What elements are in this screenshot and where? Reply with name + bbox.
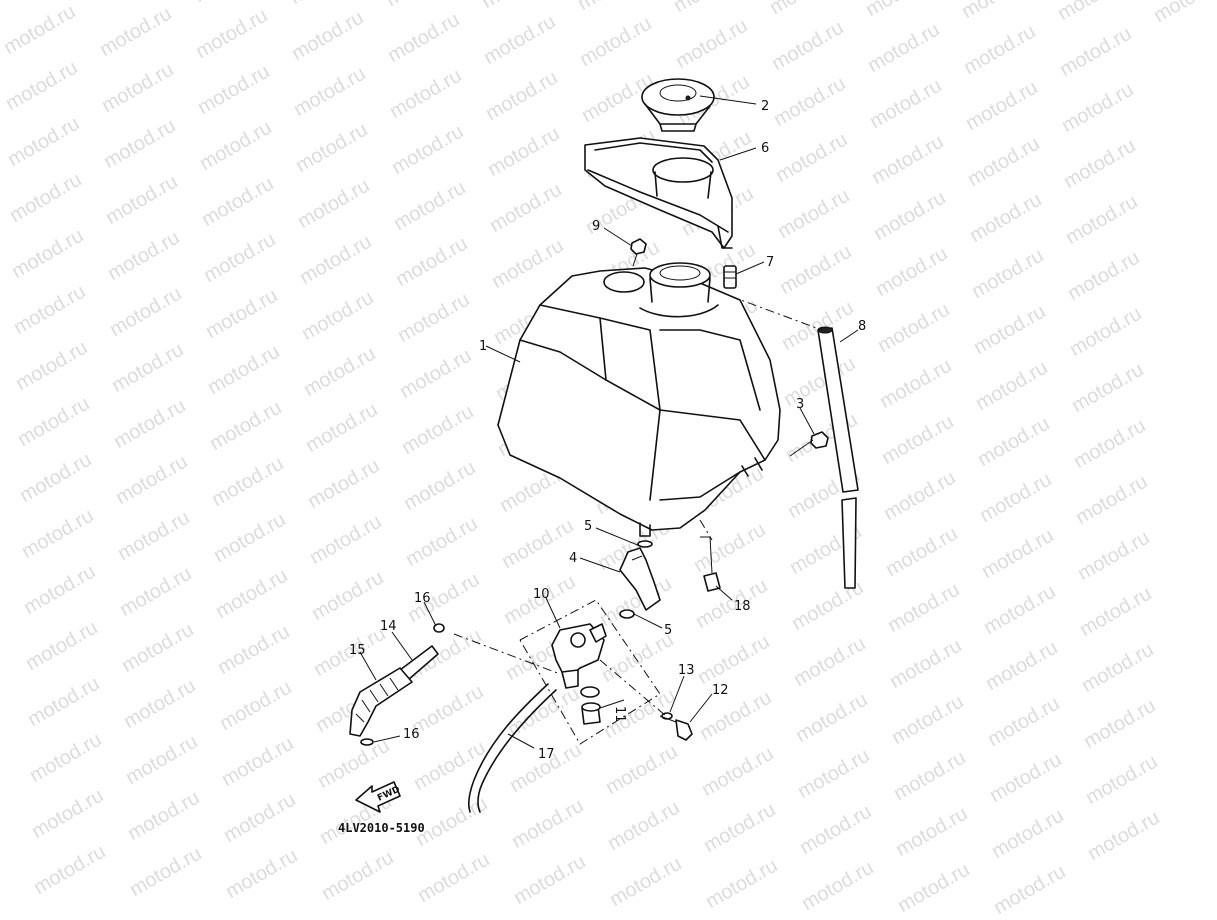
vent-fitting[interactable] (723, 265, 737, 289)
callout-16-upper: 16 (414, 591, 431, 606)
callout-13: 13 (678, 663, 695, 678)
fuel-tank[interactable] (497, 262, 781, 537)
callout-7: 7 (766, 255, 774, 270)
callout-9: 9 (592, 219, 600, 234)
callout-12: 12 (712, 683, 729, 698)
callout-1: 1 (479, 339, 487, 354)
fuel-hose-4[interactable] (619, 547, 661, 611)
callout-5-upper: 5 (584, 519, 592, 534)
bolt-3[interactable] (789, 431, 829, 457)
bolt-9[interactable] (630, 238, 647, 267)
fuel-cock-assembly-outline (519, 599, 661, 745)
fuel-cock[interactable] (551, 623, 607, 689)
callout-15: 15 (349, 643, 366, 658)
assembly-reference-lines (453, 295, 823, 717)
callout-5-lower: 5 (664, 623, 672, 638)
hose-protector-15[interactable] (349, 667, 413, 737)
callout-10: 10 (533, 587, 550, 602)
fwd-arrow-icon: FWD (355, 781, 402, 813)
damper-pad[interactable] (700, 536, 721, 592)
callout-2: 2 (761, 99, 769, 114)
hose-clip-16-lower[interactable] (360, 738, 374, 746)
callout-4: 4 (569, 551, 577, 566)
callout-16-lower: 16 (403, 727, 420, 742)
hose-clamp-5-upper[interactable] (637, 540, 653, 548)
callout-11: 11 (612, 706, 627, 723)
vent-hose[interactable] (817, 326, 859, 589)
callout-3: 3 (796, 397, 804, 412)
fuel-cock-filter[interactable] (580, 686, 601, 725)
callout-17: 17 (538, 747, 555, 762)
tank-top-cover[interactable] (584, 137, 733, 249)
callout-18: 18 (734, 599, 751, 614)
callout-14: 14 (380, 619, 397, 634)
hose-clip-16-upper[interactable] (433, 623, 445, 633)
screw-12[interactable] (659, 715, 693, 741)
drain-hose-17[interactable] (468, 683, 557, 813)
hose-clamp-5-lower[interactable] (619, 609, 635, 619)
fuel-cap[interactable] (641, 78, 715, 132)
callout-6: 6 (761, 141, 769, 156)
drawing-code: 4LV2010-5190 (338, 821, 425, 835)
leader-lines (359, 95, 859, 749)
callout-8: 8 (858, 319, 866, 334)
